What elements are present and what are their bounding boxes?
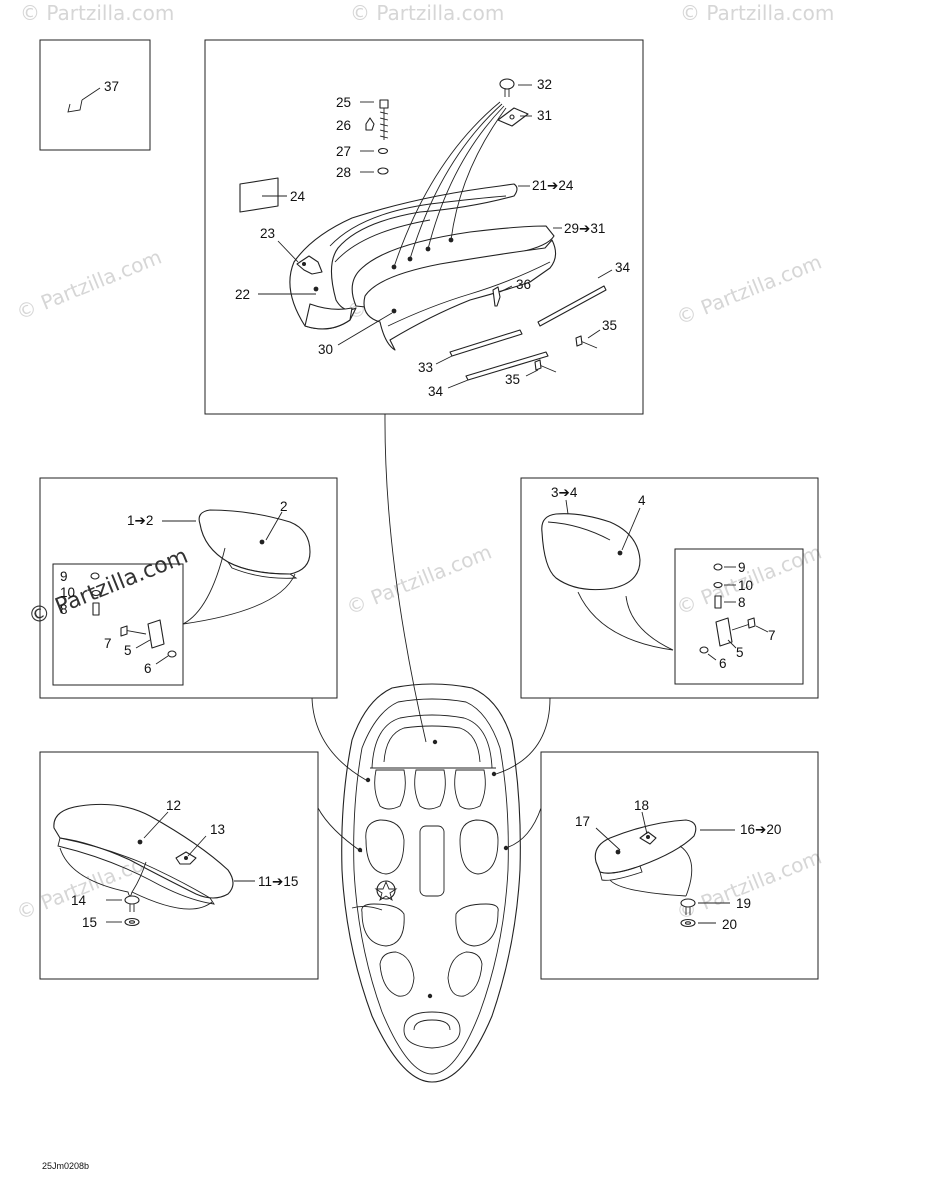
left-backrest-assembly: 1➔2 2 9 10 8 7 5 6 (60, 499, 311, 676)
callout-25: 25 (336, 95, 351, 110)
panel-left-cushion (39, 751, 319, 980)
callout-35a: 35 (602, 318, 617, 333)
callout-8b: 8 (738, 595, 746, 610)
callout-34a: 34 (615, 260, 631, 275)
left-cushion-assembly: 12 13 11➔15 14 15 (53, 798, 298, 930)
callout-20: 20 (722, 917, 737, 932)
callout-6b: 6 (719, 656, 727, 671)
callout-7b: 7 (768, 628, 776, 643)
callout-14: 14 (71, 893, 87, 908)
panel-right-mount-detail (674, 548, 804, 685)
callout-17: 17 (575, 814, 590, 829)
watermark: © Partzilla.com (343, 540, 495, 620)
top-panel-callouts: 32 31 25 26 27 28 21➔24 24 29➔31 23 34 3… (235, 77, 631, 399)
panel-part-37 (39, 39, 151, 151)
callout-33: 33 (418, 360, 433, 375)
callout-29-31: 29➔31 (564, 221, 605, 236)
callout-34b: 34 (428, 384, 444, 399)
callout-32: 32 (537, 77, 552, 92)
callout-8a: 8 (60, 602, 68, 617)
callout-24: 24 (290, 189, 306, 204)
panel-rear-storage-cover (204, 39, 644, 415)
callout-26: 26 (336, 118, 351, 133)
callout-10b: 10 (738, 578, 753, 593)
callout-7a: 7 (104, 636, 112, 651)
connector-lines (311, 413, 551, 853)
callout-5a: 5 (124, 643, 132, 658)
callout-35b: 35 (505, 372, 520, 387)
right-backrest-assembly: 3➔4 4 9 10 8 7 5 6 (541, 485, 776, 671)
panel-left-mount-detail (52, 563, 184, 686)
callout-19: 19 (736, 896, 751, 911)
callout-22: 22 (235, 287, 250, 302)
watermark: © Partzilla.com (13, 245, 165, 325)
panel-left-backrest (39, 477, 338, 699)
watermark: © Partzilla.com (25, 544, 192, 631)
callout-36: 36 (516, 277, 531, 292)
hull-deck (341, 683, 521, 1083)
callout-31: 31 (537, 108, 552, 123)
callout-9a: 9 (60, 569, 68, 584)
callout-15: 15 (82, 915, 97, 930)
callout-16-20: 16➔20 (740, 822, 781, 837)
panel-right-cushion (540, 751, 819, 980)
rear-cover-assembly (239, 78, 607, 381)
watermark: © Partzilla.com (673, 845, 825, 925)
watermark: © Partzilla.com (673, 250, 825, 330)
callout-1-2: 1➔2 (127, 513, 153, 528)
watermark: © Partzilla.com (680, 1, 834, 25)
part-37: 37 (67, 79, 119, 113)
callout-9b: 9 (738, 560, 746, 575)
callout-3-4: 3➔4 (551, 485, 578, 500)
callout-11-15: 11➔15 (258, 874, 298, 889)
callout-27: 27 (336, 144, 351, 159)
callout-23: 23 (260, 226, 275, 241)
callout-18: 18 (634, 798, 649, 813)
figure-code: 25Jm0208b (42, 1161, 89, 1171)
panel-right-backrest (520, 477, 819, 699)
watermark: © Partzilla.com (20, 1, 174, 25)
callout-30: 30 (318, 342, 333, 357)
callout-12: 12 (166, 798, 181, 813)
watermark: © Partzilla.com (350, 1, 504, 25)
callout-13: 13 (210, 822, 225, 837)
callout-21-24: 21➔24 (532, 178, 574, 193)
callout-6a: 6 (144, 661, 152, 676)
callout-37: 37 (104, 79, 119, 94)
callout-2: 2 (280, 499, 288, 514)
right-cushion-assembly: 17 18 16➔20 19 20 (575, 798, 781, 932)
callout-10a: 10 (60, 585, 75, 600)
callout-28: 28 (336, 165, 351, 180)
callout-5b: 5 (736, 645, 744, 660)
callout-4: 4 (638, 493, 646, 508)
